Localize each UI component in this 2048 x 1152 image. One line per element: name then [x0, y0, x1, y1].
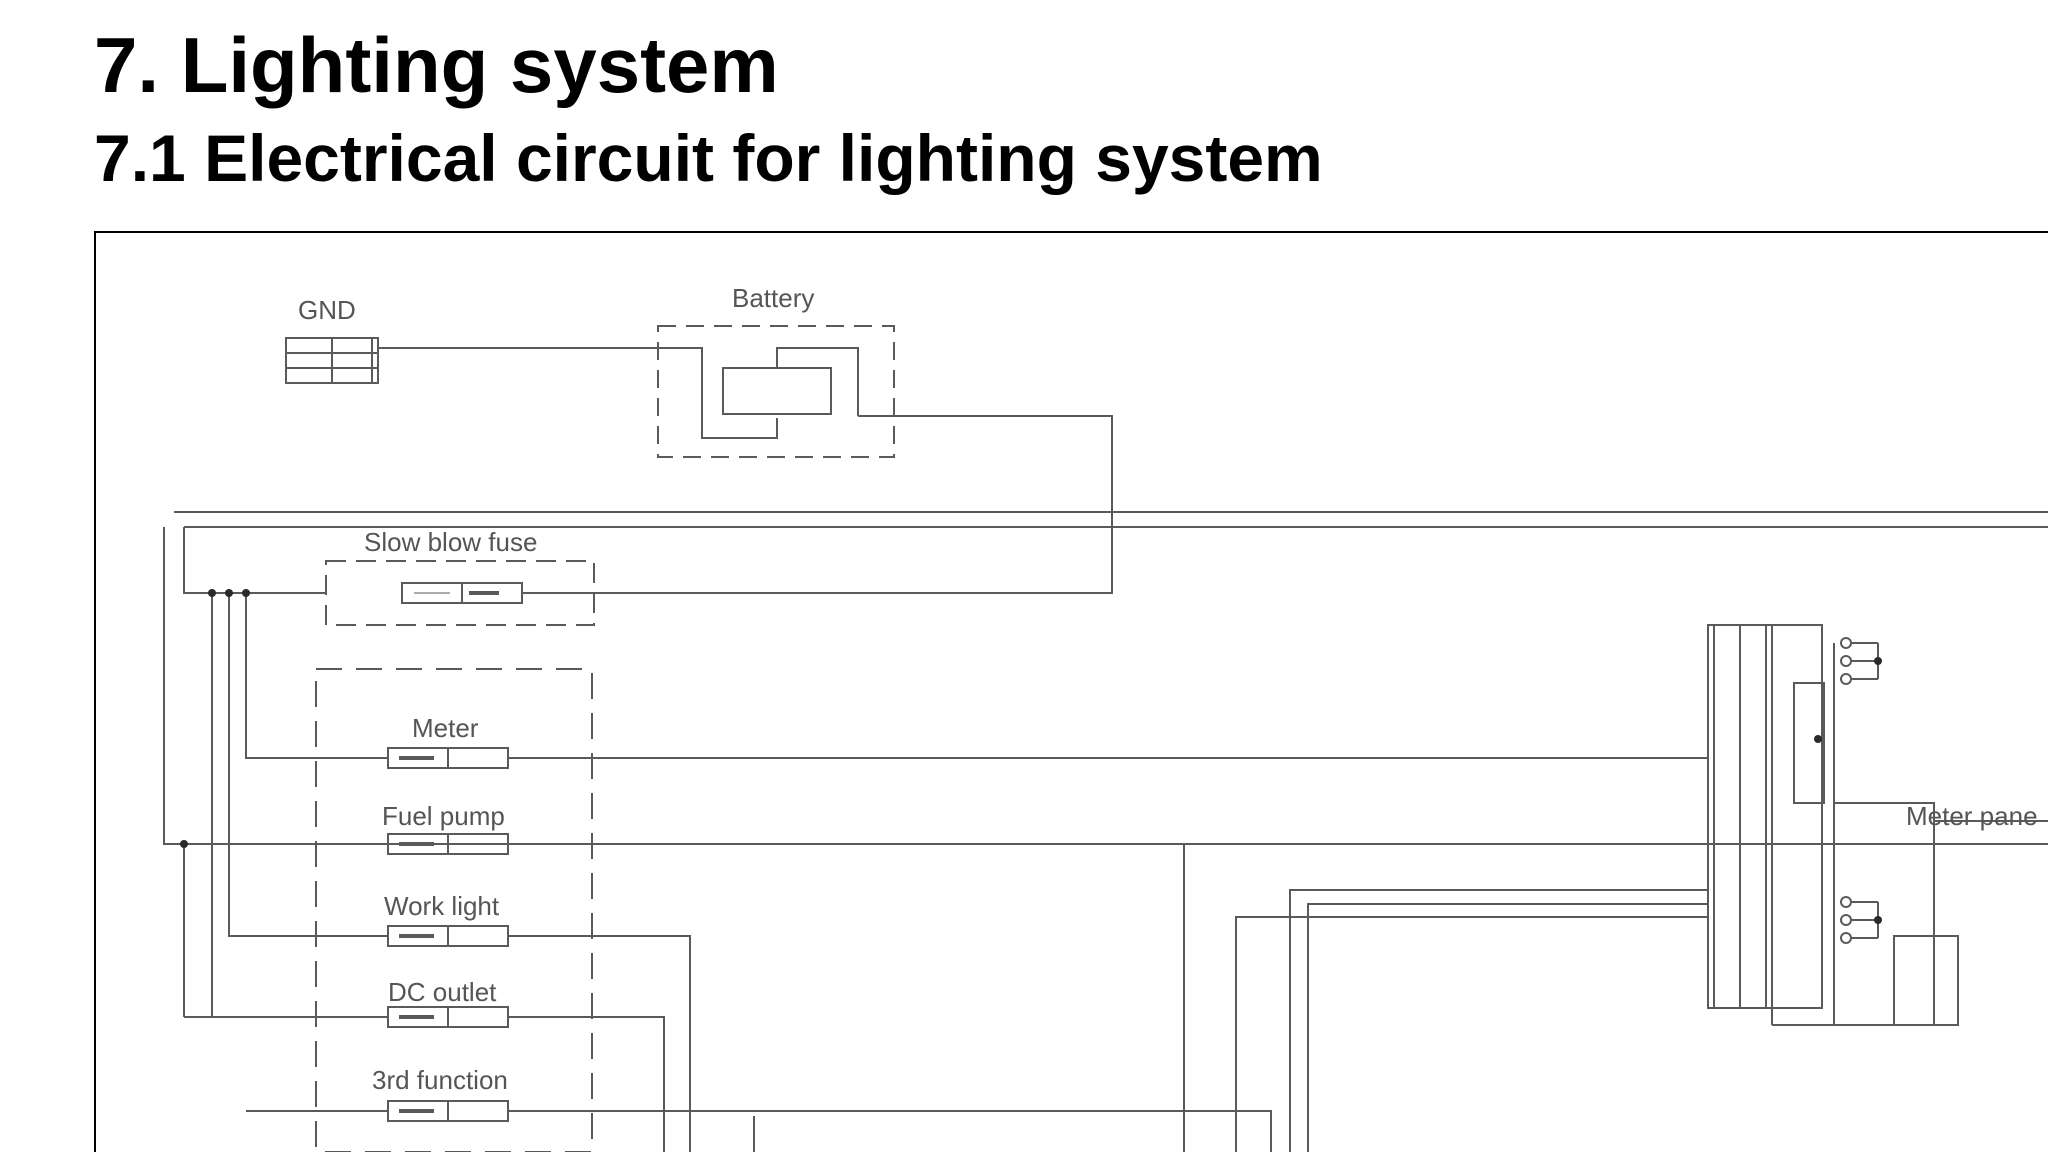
fuse-3rd-function-label: 3rd function — [372, 1065, 508, 1095]
circuit-diagram: GND Battery Slow blow fuse Meter Fuel pu… — [94, 231, 2048, 1152]
meter-panel-connector — [1707, 624, 2048, 1026]
circuit-diagram-svg: GND Battery Slow blow fuse Meter Fuel pu… — [94, 231, 2048, 1152]
fuse-dc-outlet-label: DC outlet — [388, 977, 497, 1007]
meter-panel-wire-1 — [1289, 889, 1708, 1152]
meter-panel-label: Meter pane — [1906, 801, 2038, 831]
fuse-meter-symbol — [387, 747, 509, 769]
battery-symbol — [722, 347, 859, 416]
battery-label: Battery — [732, 283, 814, 313]
slow-blow-fuse-symbol — [401, 582, 523, 604]
page-title: 7. Lighting system — [94, 21, 779, 109]
section-title: 7.1 Electrical circuit for lighting syst… — [94, 121, 1323, 195]
fuse-3rd-function-symbol — [387, 1100, 509, 1122]
battery-positive-wire — [594, 415, 1113, 594]
fuse-block-box — [315, 668, 593, 1152]
meter-panel-wire-2 — [1307, 903, 1708, 1152]
gnd-wire — [378, 347, 778, 439]
work-light-output-wire — [508, 935, 691, 1152]
meter-panel-terminals — [1840, 637, 1879, 944]
gnd-connector — [285, 337, 379, 384]
fuse-work-light-label: Work light — [384, 891, 500, 921]
fuse-meter-label: Meter — [412, 713, 479, 743]
fuel-pump-output-wire — [508, 843, 1185, 1152]
fuse-work-light-symbol — [387, 925, 509, 947]
main-bus-2 — [163, 527, 2048, 845]
feed-line-1 — [211, 593, 294, 1018]
battery-box — [657, 325, 895, 458]
junction-dots — [180, 589, 1882, 924]
fuse-left-wire — [183, 527, 326, 594]
fuse-dc-outlet-symbol — [387, 1006, 509, 1028]
meter-panel-wire-3 — [1235, 916, 1708, 1152]
fuse-fuel-pump-label: Fuel pump — [382, 801, 505, 831]
3rd-function-output-wire — [508, 1110, 1272, 1152]
feed-line-2 — [228, 593, 294, 937]
dc-outlet-output-wire — [508, 1016, 665, 1152]
feed-line-3 — [245, 593, 294, 759]
slow-blow-fuse-label: Slow blow fuse — [364, 527, 537, 557]
gnd-label: GND — [298, 295, 356, 325]
